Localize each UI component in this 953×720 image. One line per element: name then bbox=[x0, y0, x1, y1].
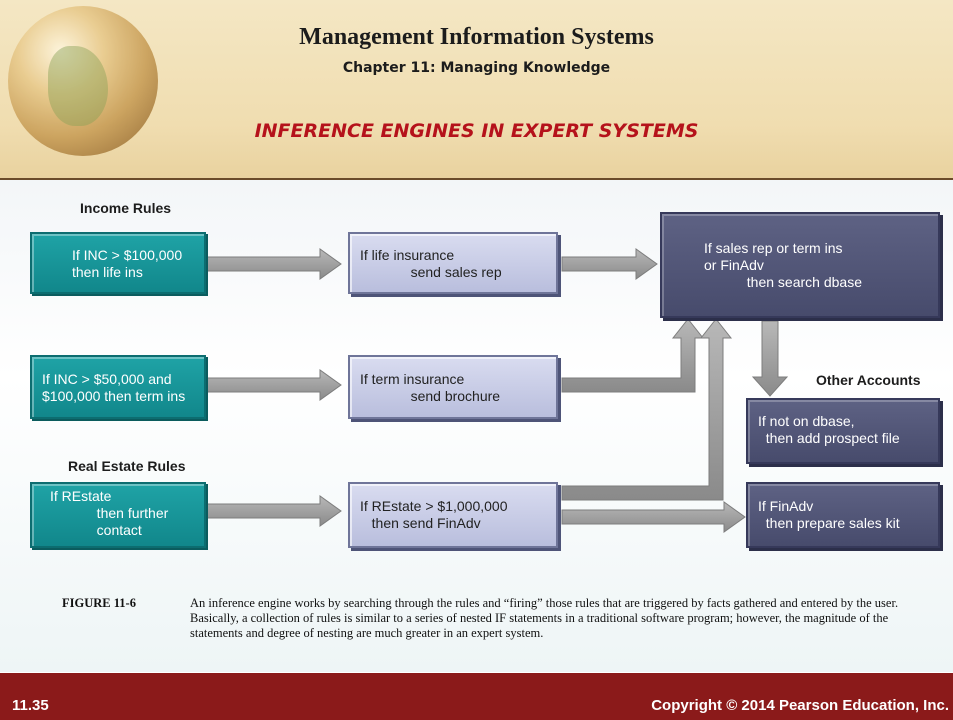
other-line: then add prospect file bbox=[758, 430, 900, 446]
slide-number: 11.35 bbox=[12, 697, 49, 714]
arrow-action3-to-search bbox=[561, 318, 733, 501]
figure-caption-text: An inference engine works by searching t… bbox=[190, 596, 899, 640]
action-line: If REstate > $1,000,000 bbox=[360, 498, 508, 514]
rule-line: contact bbox=[50, 522, 142, 538]
income-rules-label: Income Rules bbox=[80, 200, 172, 216]
rule-line: $100,000 then term ins bbox=[42, 388, 186, 404]
action-box-life: If life insurance send sales rep bbox=[348, 232, 558, 294]
slide-title: INFERENCE ENGINES IN EXPERT SYSTEMS bbox=[254, 120, 699, 142]
arrow-action1-to-search bbox=[561, 248, 658, 280]
figure-label: FIGURE 11-6 bbox=[62, 596, 136, 610]
action-line: send sales rep bbox=[360, 264, 502, 280]
other-line: If FinAdv bbox=[758, 498, 814, 514]
book-title: Management Information Systems bbox=[299, 24, 654, 50]
action-line: then send FinAdv bbox=[360, 515, 481, 531]
search-line: If sales rep or term ins bbox=[704, 240, 843, 256]
arrow-action2-to-search bbox=[561, 318, 705, 393]
search-line: then search dbase bbox=[704, 274, 862, 290]
action-box-real-estate: If REstate > $1,000,000 then send FinAdv bbox=[348, 482, 558, 548]
search-dbase-box: If sales rep or term ins or FinAdv then … bbox=[660, 212, 940, 318]
chapter-title: Chapter 11: Managing Knowledge bbox=[342, 60, 611, 76]
arrow-action3-to-prepare-kit bbox=[561, 501, 746, 533]
other-box-prepare-kit: If FinAdv then prepare sales kit bbox=[746, 482, 940, 548]
arrow-rule1-to-action1 bbox=[205, 248, 342, 280]
globe-logo bbox=[8, 6, 158, 156]
rule-box-income-term: If INC > $50,000 and $100,000 then term … bbox=[30, 355, 206, 419]
rule-line: If REstate bbox=[50, 488, 112, 504]
rule-box-income-life: If INC > $100,000 then life ins bbox=[30, 232, 206, 294]
rule-line: then life ins bbox=[72, 264, 143, 280]
action-line: If life insurance bbox=[360, 247, 455, 263]
other-line: If not on dbase, bbox=[758, 413, 855, 429]
real-estate-rules-label: Real Estate Rules bbox=[68, 458, 186, 474]
slide-footer: 11.35 Copyright © 2014 Pearson Education… bbox=[0, 673, 953, 720]
arrow-search-to-other bbox=[751, 320, 789, 397]
rule-line: If INC > $50,000 and bbox=[42, 371, 172, 387]
other-line: then prepare sales kit bbox=[758, 515, 900, 531]
arrow-rule2-to-action2 bbox=[205, 369, 342, 401]
action-line: send brochure bbox=[360, 388, 501, 404]
other-accounts-label: Other Accounts bbox=[816, 372, 921, 388]
arrow-rule3-to-action3 bbox=[205, 495, 342, 527]
slide-header: Management Information Systems Chapter 1… bbox=[0, 0, 953, 180]
search-line: or FinAdv bbox=[704, 257, 764, 273]
rule-box-real-estate: If REstate then further contact bbox=[30, 482, 206, 548]
other-box-add-prospect: If not on dbase, then add prospect file bbox=[746, 398, 940, 464]
action-line: If term insurance bbox=[360, 371, 465, 387]
rule-line: then further bbox=[50, 505, 169, 521]
copyright-text: Copyright © 2014 Pearson Education, Inc. bbox=[651, 697, 949, 714]
rule-line: If INC > $100,000 bbox=[72, 247, 183, 263]
action-box-term: If term insurance send brochure bbox=[348, 355, 558, 419]
